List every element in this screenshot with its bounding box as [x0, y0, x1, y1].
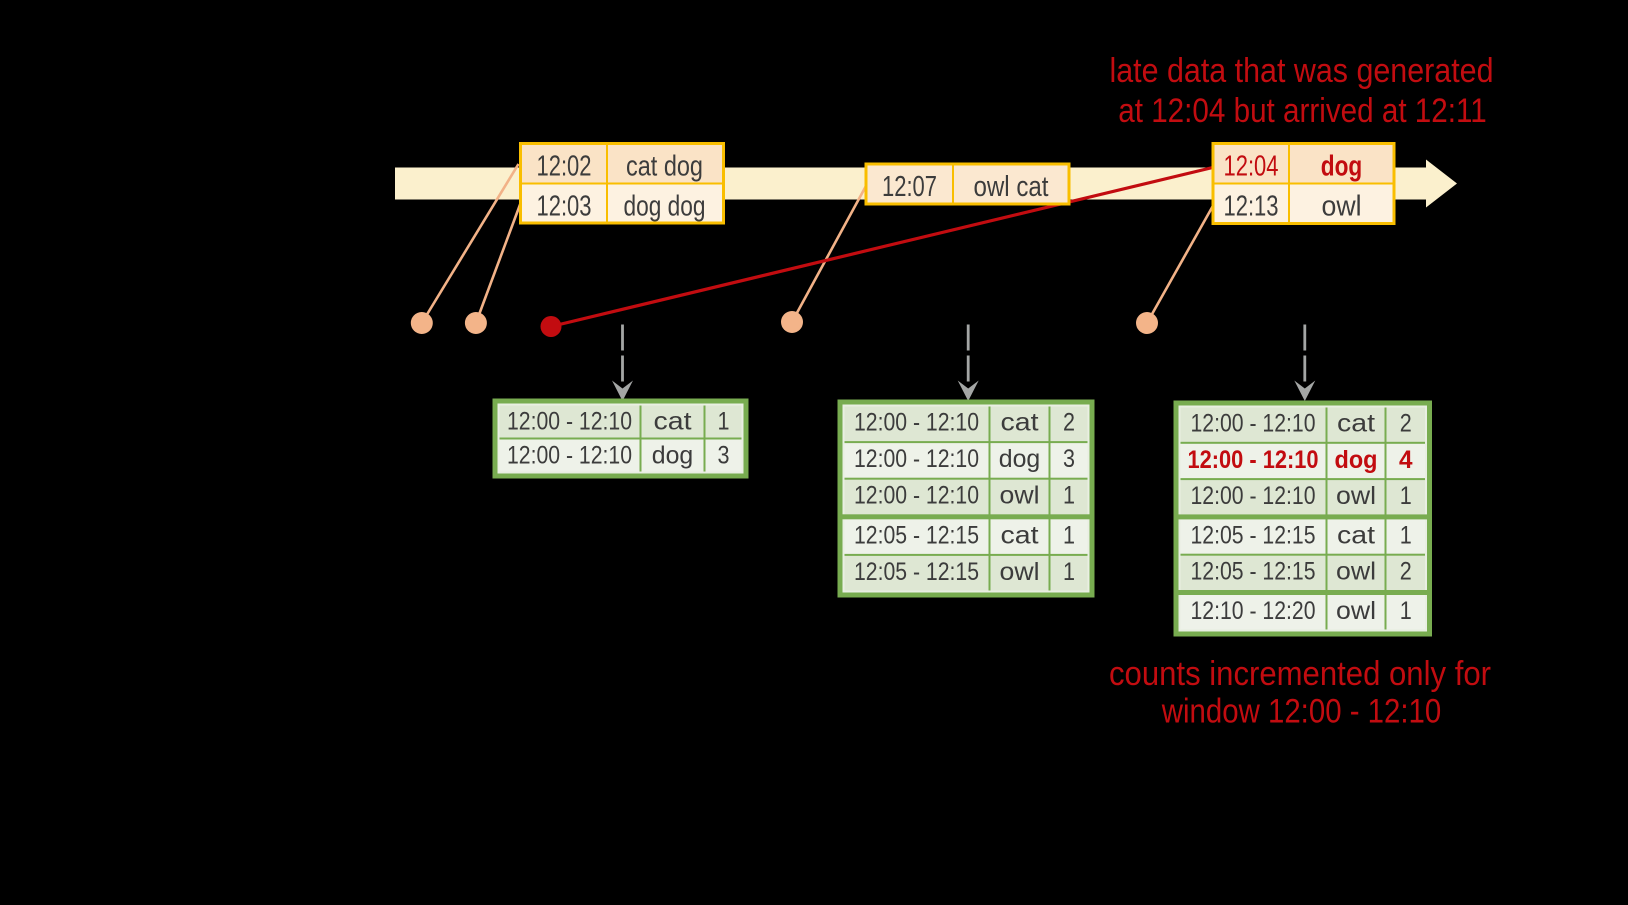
svg-text:12:05 - 12:15: 12:05 - 12:15 [1191, 558, 1316, 586]
svg-text:owl: owl [1336, 597, 1376, 625]
svg-text:12:00 - 12:10: 12:00 - 12:10 [1188, 446, 1319, 474]
svg-text:2: 2 [1400, 410, 1412, 438]
svg-text:owl: owl [1322, 191, 1362, 223]
svg-text:cat: cat [1337, 521, 1375, 549]
svg-text:12:05 - 12:15: 12:05 - 12:15 [1191, 521, 1316, 549]
svg-text:2: 2 [1400, 558, 1412, 586]
svg-text:dog dog: dog dog [624, 191, 706, 223]
svg-text:12:00 - 12:10: 12:00 - 12:10 [1191, 410, 1316, 438]
svg-text:dog: dog [1321, 151, 1363, 183]
svg-text:12:02: 12:02 [537, 151, 592, 183]
svg-text:12:03: 12:03 [537, 191, 592, 223]
svg-text:late data that was generated: late data that was generated [1110, 52, 1494, 90]
svg-text:12:00 - 12:10: 12:00 - 12:10 [854, 409, 979, 437]
svg-text:4: 4 [1399, 446, 1413, 474]
svg-text:cat: cat [1337, 410, 1375, 438]
svg-text:1: 1 [718, 408, 730, 436]
svg-text:cat dog: cat dog [626, 151, 703, 183]
svg-text:dog: dog [652, 442, 694, 470]
svg-text:1: 1 [1400, 521, 1412, 549]
svg-text:12:07: 12:07 [882, 171, 937, 203]
svg-text:3: 3 [1063, 445, 1075, 473]
svg-text:1: 1 [1063, 521, 1075, 549]
svg-text:12:00 - 12:10: 12:00 - 12:10 [507, 442, 632, 470]
svg-text:3: 3 [718, 442, 730, 470]
svg-text:cat: cat [1001, 409, 1039, 437]
svg-text:1: 1 [1400, 482, 1412, 510]
svg-text:2: 2 [1063, 409, 1075, 437]
svg-text:owl: owl [1336, 558, 1376, 586]
svg-text:12:00 - 12:10: 12:00 - 12:10 [854, 445, 979, 473]
svg-text:counts incremented only for: counts incremented only for [1109, 655, 1491, 693]
svg-text:12:10 - 12:20: 12:10 - 12:20 [1191, 597, 1316, 625]
svg-text:window 12:00 - 12:10: window 12:00 - 12:10 [1161, 693, 1441, 731]
svg-text:owl: owl [1336, 482, 1376, 510]
svg-text:1: 1 [1063, 482, 1075, 510]
svg-text:at 12:04 but arrived at 12:11: at 12:04 but arrived at 12:11 [1118, 92, 1487, 130]
svg-text:1: 1 [1063, 558, 1075, 586]
svg-text:12:00 - 12:10: 12:00 - 12:10 [1191, 482, 1316, 510]
svg-text:cat: cat [654, 408, 692, 436]
svg-text:12:05 - 12:15: 12:05 - 12:15 [854, 521, 979, 549]
svg-text:dog: dog [999, 445, 1041, 473]
svg-text:12:05 - 12:15: 12:05 - 12:15 [854, 558, 979, 586]
svg-text:1: 1 [1400, 597, 1412, 625]
svg-text:12:00 - 12:10: 12:00 - 12:10 [507, 408, 632, 436]
svg-text:12:00 - 12:10: 12:00 - 12:10 [854, 482, 979, 510]
svg-text:owl cat: owl cat [974, 171, 1049, 203]
svg-text:cat: cat [1001, 521, 1039, 549]
svg-text:12:13: 12:13 [1224, 191, 1279, 223]
svg-text:owl: owl [1000, 482, 1040, 510]
svg-text:owl: owl [1000, 558, 1040, 586]
svg-text:dog: dog [1335, 446, 1378, 474]
svg-text:12:04: 12:04 [1224, 151, 1279, 183]
